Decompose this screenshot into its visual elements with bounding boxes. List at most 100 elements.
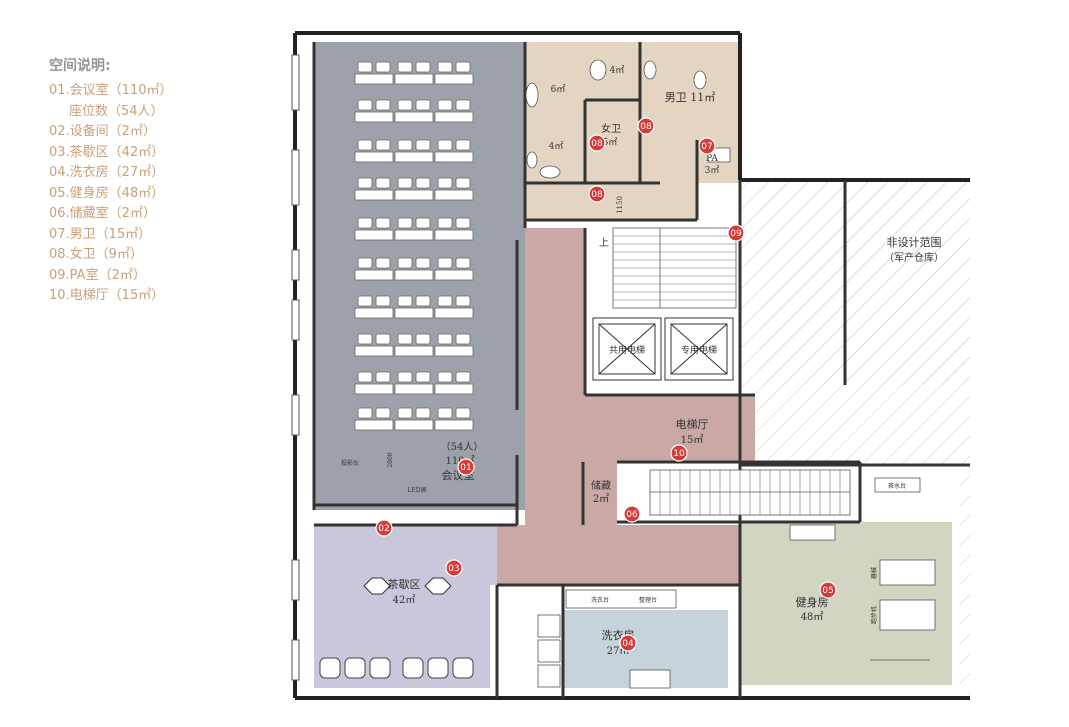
room-marker-04: 04 [619, 634, 637, 652]
elevator-shared [592, 317, 662, 381]
marker-number: 08 [591, 139, 603, 149]
meeting-chair [437, 61, 453, 73]
private-elevator-label: 专用电梯 [681, 344, 717, 356]
marker-circle [670, 444, 688, 462]
legend-item: 09.PA室（2㎡） [49, 267, 146, 283]
meeting-chair [357, 61, 373, 73]
legend-title: 空间说明: [49, 58, 111, 74]
marker-number: 08 [591, 190, 603, 200]
restroom-fill [525, 42, 740, 220]
meeting-chair [437, 99, 453, 111]
meeting-chair [437, 177, 453, 189]
marker-circle [588, 134, 606, 152]
womens-wc-area: 5㎡ [603, 137, 618, 148]
meeting-table [434, 345, 474, 357]
meeting-chair [357, 257, 373, 269]
meeting-table [434, 151, 474, 163]
meeting-chair [357, 407, 373, 419]
marker-number: 04 [622, 639, 634, 649]
meeting-seats [354, 61, 474, 431]
washer-table-label: 洗衣台 [591, 596, 609, 604]
meeting-chair [415, 371, 431, 383]
room-marker-05: 05 [819, 581, 837, 599]
laundry-machines [537, 589, 677, 689]
legend-item: 06.储藏室（2㎡） [49, 206, 156, 221]
meeting-chair [415, 61, 431, 73]
legend-item: 座位数（54人） [69, 103, 164, 119]
meeting-table [394, 189, 434, 201]
legend-item: 03.茶歇区（42㎡） [49, 144, 165, 160]
meeting-table [434, 229, 474, 241]
marker-circle [445, 559, 463, 577]
marker-circle [588, 185, 606, 203]
meeting-table [434, 111, 474, 123]
meeting-chair [455, 177, 471, 189]
wc-4a-label: 4㎡ [610, 65, 625, 76]
meeting-table [354, 73, 394, 85]
marker-number: 02 [378, 524, 389, 534]
led-screen-label: LED屏 [407, 487, 426, 494]
meeting-chair [357, 139, 373, 151]
meeting-chair [357, 177, 373, 189]
meeting-table [434, 383, 474, 395]
meeting-table [354, 419, 394, 431]
room-marker-08: 08 [588, 185, 606, 203]
pa-label: PA [706, 154, 718, 164]
meeting-chair [397, 61, 413, 73]
meeting-chair [415, 217, 431, 229]
meeting-chair [455, 333, 471, 345]
tea-area-label: 42㎡ [393, 594, 416, 606]
meeting-chair [415, 99, 431, 111]
meeting-table [394, 73, 434, 85]
non-design-sub-label: （军产仓库） [884, 251, 944, 264]
meeting-chair [455, 295, 471, 307]
meeting-table [394, 269, 434, 281]
meeting-chair [415, 257, 431, 269]
meeting-table [354, 229, 394, 241]
marker-number: 01 [460, 463, 471, 473]
meeting-chair [437, 371, 453, 383]
meeting-chair [357, 217, 373, 229]
meeting-chair [375, 257, 391, 269]
meeting-chair [375, 61, 391, 73]
meeting-table [354, 383, 394, 395]
storage-name-label: 储藏 [591, 479, 611, 492]
room-marker-01: 01 [457, 458, 475, 476]
meeting-chair [375, 217, 391, 229]
meeting-table [434, 189, 474, 201]
meeting-chair [357, 371, 373, 383]
meeting-table [394, 383, 434, 395]
legend-item: 02.设备间（2㎡） [49, 124, 156, 139]
meeting-chair [455, 257, 471, 269]
marker-circle [375, 519, 393, 537]
meeting-table [394, 111, 434, 123]
room-marker-10: 10 [670, 444, 688, 462]
marker-circle [637, 117, 655, 135]
room-marker-07: 07 [698, 137, 716, 155]
storage-area-label: 2㎡ [593, 493, 609, 505]
meeting-chair [455, 61, 471, 73]
treadmill-label: 跑步机 [870, 606, 878, 624]
meeting-chair [375, 371, 391, 383]
room-marker-06: 06 [623, 505, 641, 523]
meeting-chair [437, 407, 453, 419]
meeting-chair [415, 139, 431, 151]
marker-number: 08 [640, 122, 652, 132]
meeting-chair [397, 139, 413, 151]
gym-area-label: 48㎡ [801, 611, 824, 623]
room-labels: （54人） 110㎡ 会议室 电梯厅 15㎡ 茶歇区 42㎡ 洗衣房 27㎡ 健… [341, 65, 944, 657]
tea-sofas [319, 657, 474, 679]
legend-item: 10.电梯厅（15㎡） [49, 288, 165, 303]
meeting-table [354, 151, 394, 163]
legend-item: 07.男卫（15㎡） [49, 226, 152, 242]
meeting-table [434, 307, 474, 319]
meeting-table [434, 419, 474, 431]
meeting-chair [375, 295, 391, 307]
meeting-table [354, 307, 394, 319]
meeting-chair [357, 99, 373, 111]
meeting-chair [455, 371, 471, 383]
stair-up-label: 上 [599, 237, 609, 249]
marker-circle [619, 634, 637, 652]
legend-item: 05.健身房（48㎡） [49, 185, 165, 201]
room-marker-09: 09 [727, 224, 745, 242]
